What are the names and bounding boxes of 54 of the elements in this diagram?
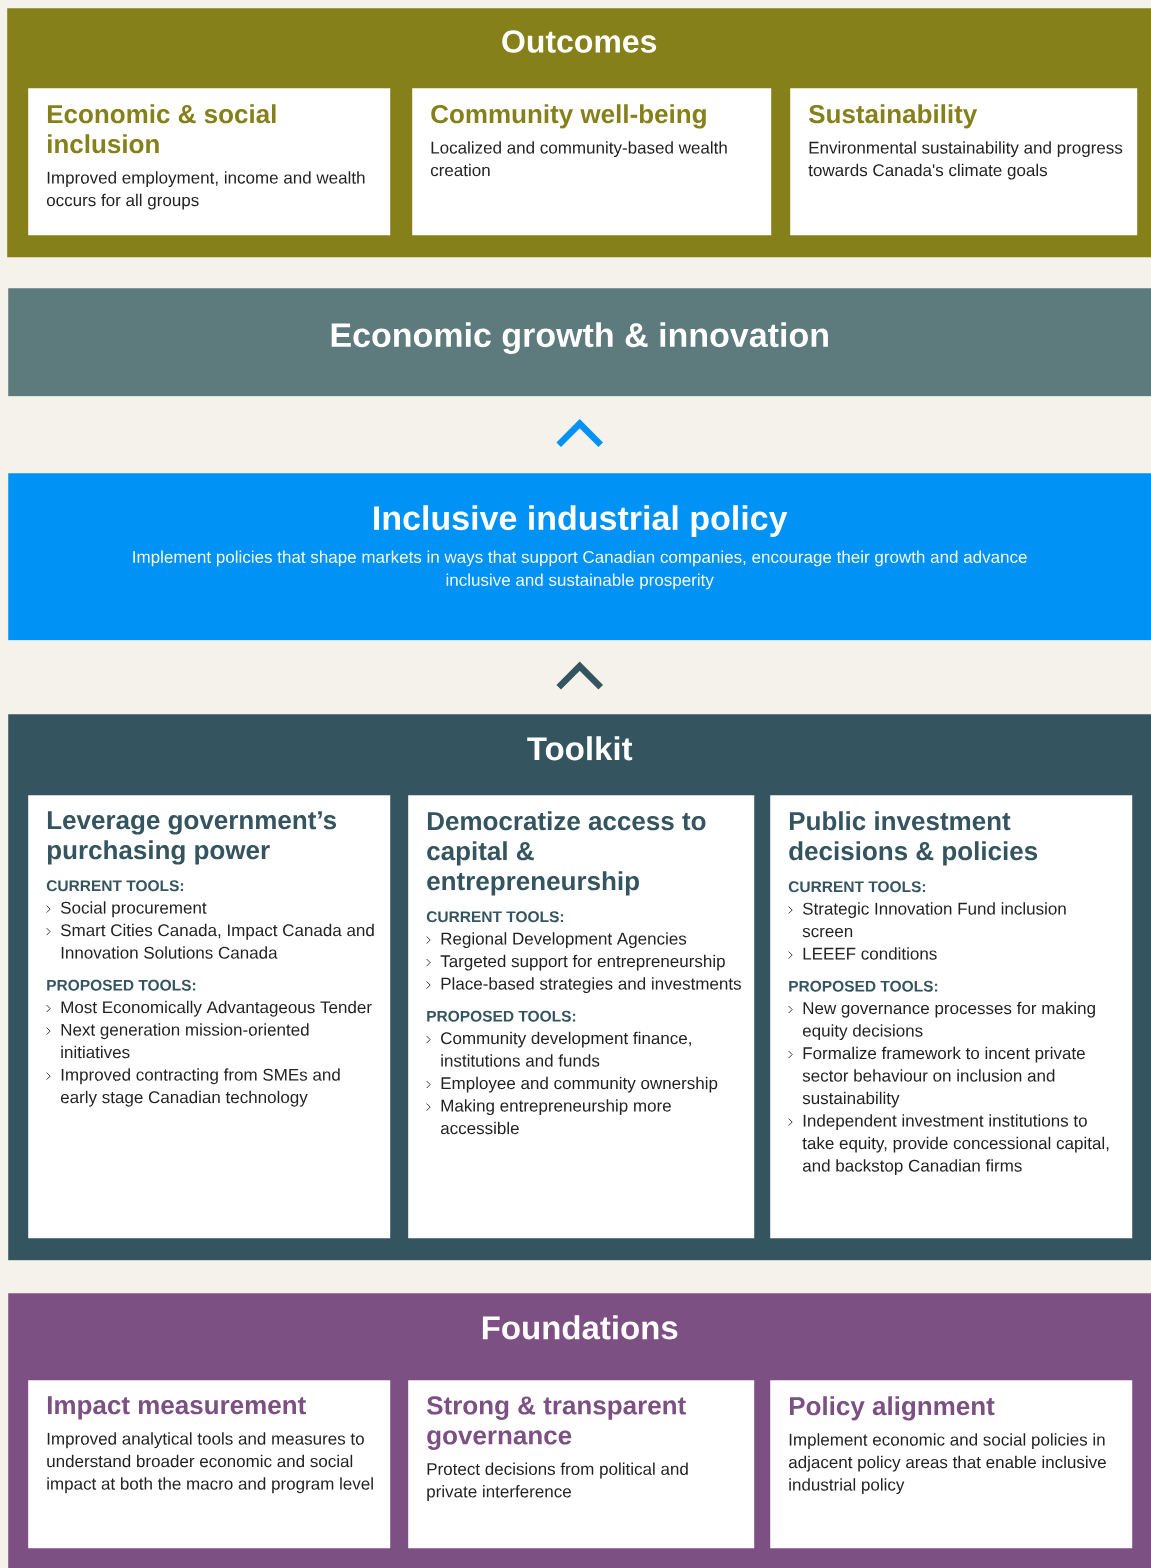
list-item: Formalize framework to incent private sector behaviour on inclusion and sustainability: [788, 1046, 1085, 1108]
growth-band: [8, 288, 1151, 397]
list-item: Regional Development Agencies: [426, 932, 687, 949]
policy-band: [8, 473, 1151, 641]
card: [412, 88, 772, 236]
card-heading: Policy alignment: [789, 1396, 995, 1421]
band-title: Economic growth & innovation: [331, 322, 828, 355]
list-item: LEEEF conditions: [788, 947, 937, 960]
band-title: Outcomes: [502, 30, 657, 53]
card-description: Improved analytical tools and measures to understand broader economic and social impact at both the macro and program level: [47, 1432, 373, 1494]
card-heading: Leverage government’s purchasing power: [47, 811, 337, 865]
card-heading: Sustainability: [808, 104, 978, 129]
section-subheading: CURRENT TOOLS:: [46, 880, 184, 892]
card: [408, 1380, 755, 1549]
section-subheading: PROPOSED TOOLS:: [427, 1010, 576, 1022]
card-description: Environmental sustainability and progress towards Canada's climate goals: [808, 141, 1123, 180]
section-subheading: PROPOSED TOOLS:: [789, 980, 938, 992]
list-item: New governance processes for making equity decisions: [788, 1001, 1095, 1041]
list-item: Social procurement: [46, 901, 207, 918]
card: [790, 88, 1138, 236]
band-title: Inclusive industrial policy: [374, 505, 788, 537]
card-heading: Impact measurement: [47, 1396, 306, 1420]
band-title: Toolkit: [527, 736, 633, 761]
card: [28, 88, 391, 236]
card-description: Improved employment, income and wealth occurs for all groups: [46, 171, 365, 210]
card: [28, 795, 391, 1239]
card: [770, 795, 1133, 1239]
list-item: Strategic Innovation Fund inclusion screen: [788, 902, 1066, 938]
list-item: Community development finance, institutions and funds: [426, 1031, 691, 1067]
card-description: Implement economic and social policies in adjacent policy areas that enable inclusive industrial policy: [788, 1433, 1106, 1495]
list-item: Smart Cities Canada, Impact Canada and Innovation Solutions Canada: [46, 923, 374, 959]
card-description: Protect decisions from political and private interference: [427, 1462, 688, 1501]
card-heading: Strong & transparent governance: [426, 1396, 686, 1450]
band-description: Implement policies that shape markets in ways that support Canadian companies, encourage their growth and advance inclusive and sustainable prosperity: [133, 550, 1027, 590]
card-heading: Community well-being: [431, 104, 706, 129]
list-item: Next generation mission-oriented initiatives: [46, 1023, 309, 1059]
card: [408, 795, 755, 1239]
section-subheading: CURRENT TOOLS:: [788, 881, 926, 893]
list-item: Independent investment institutions to take equity, provide concessional capital, and backstop Canadian firms: [788, 1114, 1109, 1176]
list-item: Making entrepreneurship more accessible: [426, 1099, 671, 1135]
card: [770, 1380, 1133, 1549]
section-subheading: PROPOSED TOOLS:: [47, 979, 196, 991]
card: [28, 1380, 391, 1549]
section-subheading: CURRENT TOOLS:: [426, 911, 564, 923]
list-item: Place-based strategies and investments: [426, 977, 741, 994]
list-item: Most Economically Advantageous Tender: [46, 1000, 372, 1017]
list-item: Targeted support for entrepreneurship: [426, 954, 725, 971]
list-item: Improved contracting from SMEs and early stage Canadian technology: [46, 1068, 340, 1107]
card-description: Localized and community-based wealth creation: [430, 141, 727, 177]
card-heading: Economic & social inclusion: [47, 104, 276, 154]
card-heading: Democratize access to capital & entrepreneurship: [427, 811, 706, 896]
card-heading: Public investment decisions & policies: [789, 811, 1038, 866]
list-item: Employee and community ownership: [426, 1076, 718, 1093]
band-title: Foundations: [482, 1315, 678, 1340]
